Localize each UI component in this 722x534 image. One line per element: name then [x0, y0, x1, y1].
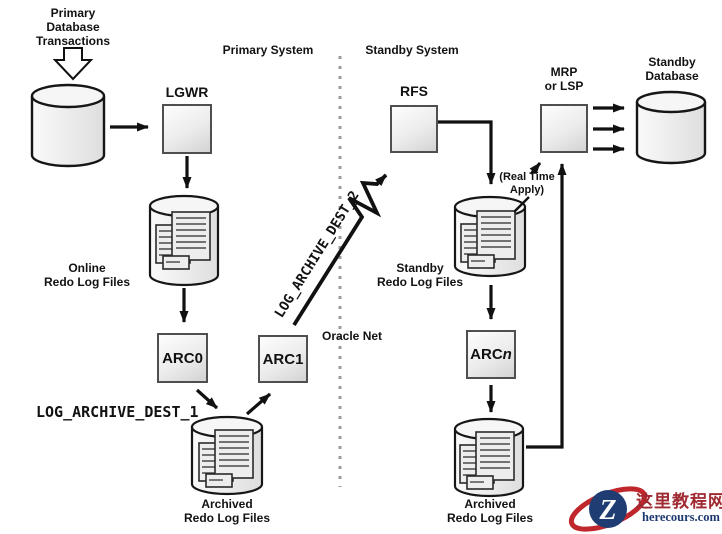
transactions-down-arrow-icon [52, 47, 94, 81]
arrow-arc1-to-rfs-lightning [292, 173, 388, 327]
mrp-process-box [540, 104, 588, 153]
lgwr-label: LGWR [165, 84, 209, 100]
site-url-text: herecours.com [642, 510, 720, 524]
arrow-arc0-to-archived [195, 388, 219, 410]
real-time-apply-callout [513, 162, 542, 213]
arrow-real-time-apply-to-mrp [529, 162, 542, 175]
standby-system-label: Standby System [365, 43, 459, 57]
logo-circle-icon [589, 490, 627, 528]
online-redo-log-cylinder-icon [148, 194, 220, 287]
primary-transactions-label: Primary Database Transactions [35, 6, 111, 49]
arc0-process-box: ARC0 [157, 333, 208, 383]
mrp-label: MRP or LSP [544, 65, 584, 94]
arc0-label: ARC0 [162, 349, 203, 367]
arrow-archived-to-arc1 [245, 392, 272, 416]
site-logo-icon: Z [568, 486, 648, 532]
primary-system-label: Primary System [222, 43, 314, 57]
lgwr-process-box [162, 104, 212, 154]
arrow-archived-to-mrp [526, 163, 567, 449]
standby-redo-label: Standby Redo Log Files [376, 261, 463, 290]
arcn-process-box: ARCn [466, 330, 516, 379]
rfs-process-box [390, 105, 438, 153]
flow-arrows [110, 103, 625, 449]
primary-archived-redo-label: Archived Redo Log Files [183, 497, 270, 526]
standby-database-cylinder-icon [635, 90, 707, 165]
standby-redo-log-cylinder-icon [453, 195, 527, 278]
standby-archived-redo-cylinder-icon [453, 417, 525, 498]
rfs-label: RFS [400, 83, 428, 99]
arc1-process-box: ARC1 [258, 335, 308, 383]
primary-database-cylinder-icon [30, 83, 106, 168]
real-time-apply-label: (Real Time Apply) [499, 171, 555, 196]
primary-archived-redo-cylinder-icon [190, 415, 264, 496]
arc1-label: ARC1 [262, 350, 304, 368]
site-name-text: 这里教程网 [636, 492, 722, 511]
logo-letter: Z [598, 495, 616, 526]
oracle-net-label: Oracle Net [322, 329, 383, 343]
standby-archived-redo-label: Archived Redo Log Files [446, 497, 533, 526]
standby-database-label: Standby Database [645, 55, 699, 84]
arcn-label: ARCn [470, 346, 512, 363]
arrow-rfs-to-standby-redo [438, 120, 496, 185]
log-archive-dest-1-label: LOG_ARCHIVE_DEST_1 [36, 403, 199, 421]
online-redo-label: Online Redo Log Files [43, 261, 130, 290]
site-watermark: Z 这里教程网 herecours.com [562, 479, 722, 534]
